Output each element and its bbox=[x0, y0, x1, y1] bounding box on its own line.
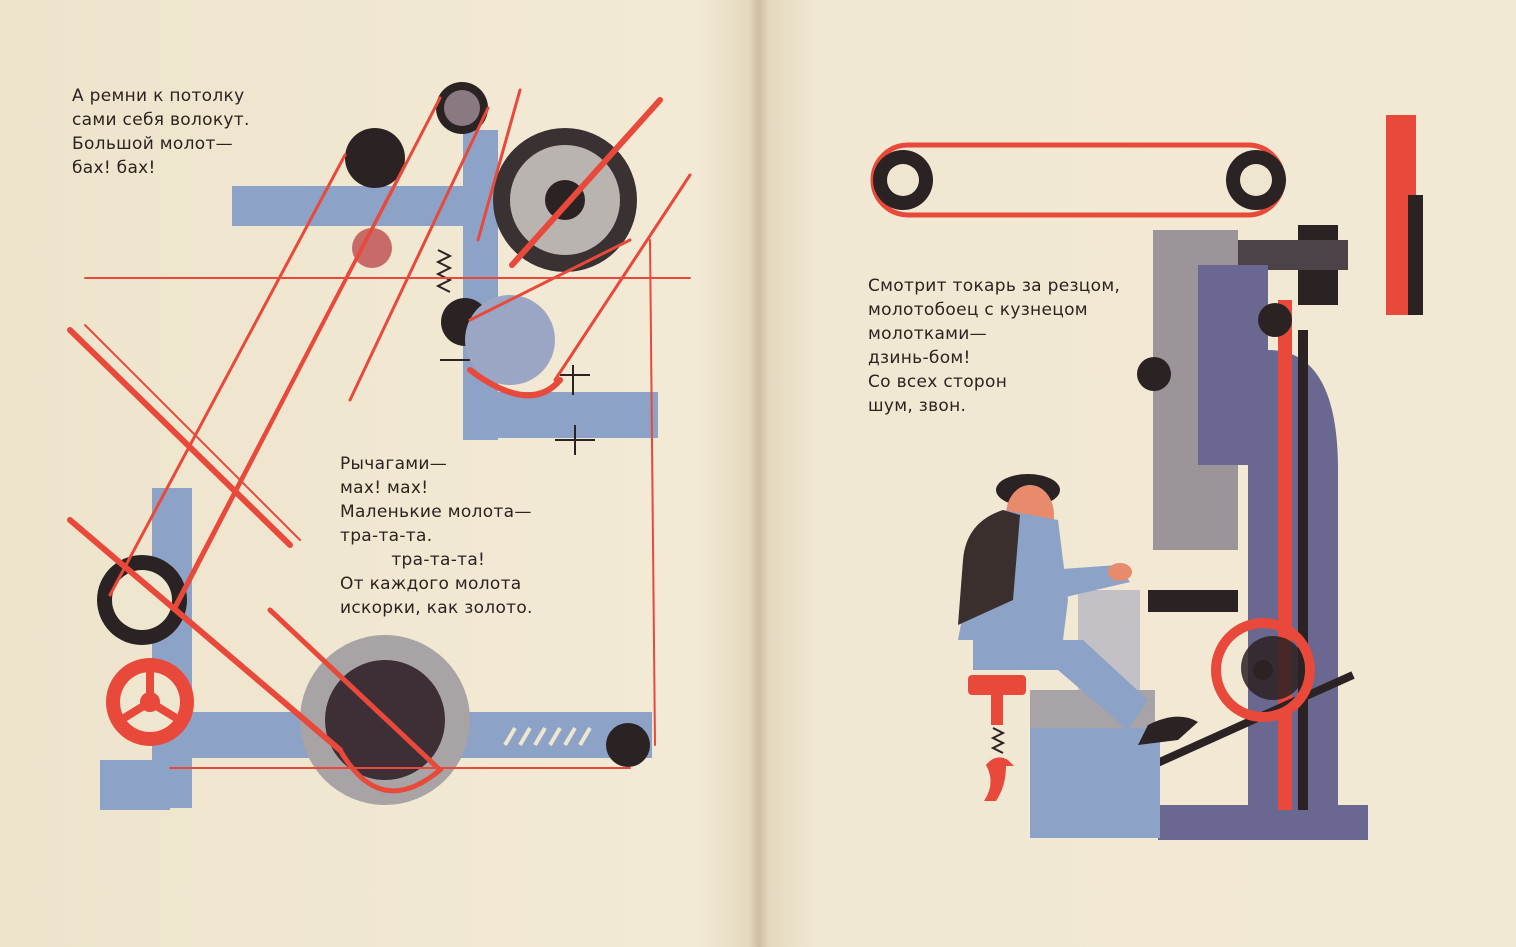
lathe-worker-illustration bbox=[870, 115, 1423, 840]
bar-hatching bbox=[503, 726, 592, 747]
machinery-illustration bbox=[67, 82, 692, 810]
red-wheel bbox=[1211, 618, 1315, 722]
verse-right: Смотрит токарь за резцом, молотобоец с к… bbox=[868, 276, 1121, 416]
red-belts bbox=[67, 88, 692, 794]
stool bbox=[968, 675, 1026, 801]
top-belt bbox=[870, 142, 1286, 218]
red-hand-wheel bbox=[106, 658, 194, 746]
book-gutter bbox=[748, 0, 770, 947]
flywheel-assembly bbox=[1238, 115, 1423, 315]
left-page: А ремни к потолку сами себя волокут. Бол… bbox=[67, 82, 692, 810]
worker-figure bbox=[958, 474, 1198, 745]
verse-middle: Рычагами— мах! мах! Маленькие молота— тр… bbox=[340, 454, 533, 618]
spring bbox=[435, 249, 595, 455]
machine-body bbox=[1137, 230, 1368, 840]
verse-top: А ремни к потолку сами себя волокут. Бол… bbox=[72, 86, 250, 178]
right-page: Смотрит токарь за резцом, молотобоец с к… bbox=[758, 0, 1516, 947]
